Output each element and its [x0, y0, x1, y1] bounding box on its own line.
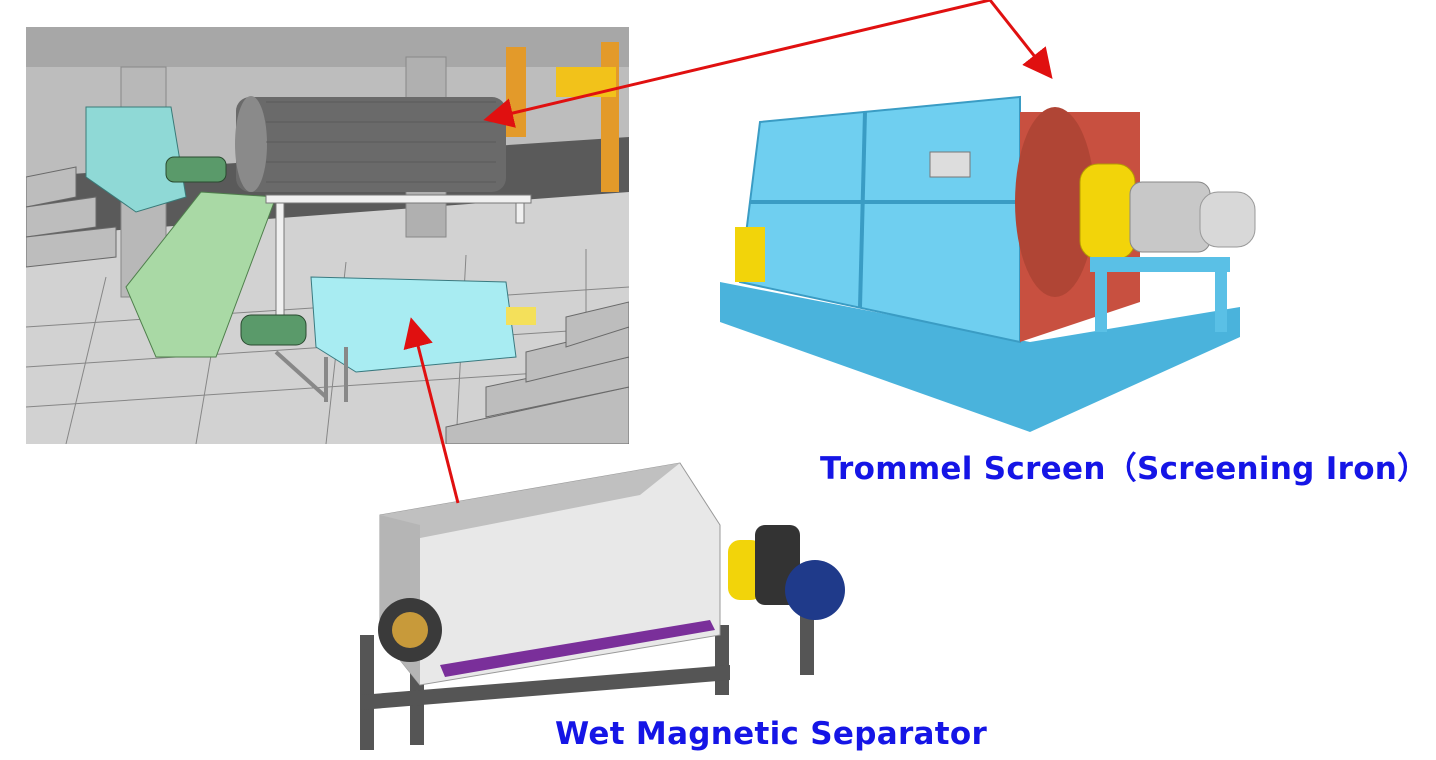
wet-magnetic-separator-render [350, 455, 850, 755]
wet-magnetic-separator-label: Wet Magnetic Separator [555, 716, 988, 752]
wet-magnetic-separator-drawing [360, 462, 845, 750]
plant-layout-drawing [26, 27, 629, 444]
trommel-screen-photo [700, 92, 1260, 437]
trommel-screen-label: Trommel Screen（Screening Iron） [820, 451, 1429, 487]
plant-layout-view [26, 27, 629, 444]
trommel-screen-drawing [720, 95, 1256, 432]
arrow-to-trommel-photo [988, 0, 1053, 80]
